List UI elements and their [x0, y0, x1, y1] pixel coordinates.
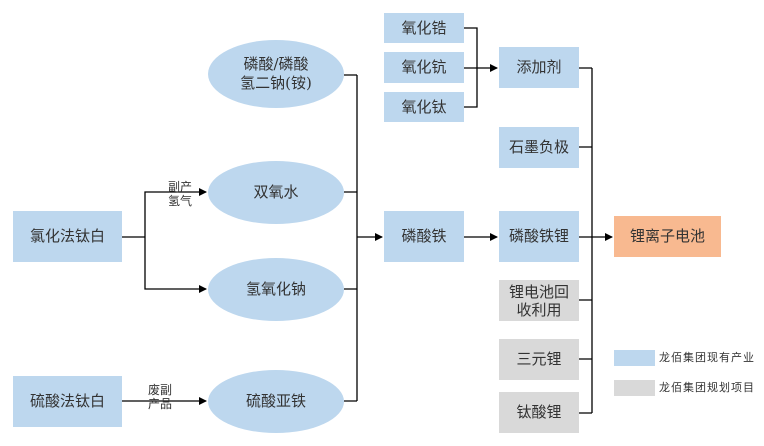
collector-left — [344, 74, 358, 402]
node-label: 三元锂 — [516, 350, 562, 368]
legend-swatch-planned — [614, 380, 655, 396]
node-additive: 添加剂 — [499, 47, 579, 88]
node-label: 钛酸锂 — [516, 403, 562, 421]
node-scandia: 氧化钪 — [384, 52, 464, 83]
legend-label-existing: 龙佰集团现有产业 — [659, 351, 755, 364]
node-lithium-titanate: 钛酸锂 — [499, 392, 579, 433]
node-label: 氧化钪 — [401, 58, 447, 76]
node-ternary-lithium: 三元锂 — [499, 339, 579, 380]
node-label: 锂电池回 收利用 — [508, 282, 569, 319]
node-li-ion-battery: 锂离子电池 — [614, 216, 721, 257]
node-label: 石墨负极 — [508, 138, 569, 156]
node-label: 添加剂 — [516, 58, 562, 76]
node-battery-recycling: 锂电池回 收利用 — [499, 280, 579, 321]
node-lfp: 磷酸铁锂 — [499, 211, 579, 262]
node-sodium-hydroxide: 氢氧化钠 — [208, 258, 344, 321]
node-label: 磷酸铁锂 — [508, 227, 569, 245]
node-label: 氧化锆 — [401, 18, 447, 37]
node-label: 锂离子电池 — [629, 227, 705, 245]
node-label: 氧化钛 — [401, 97, 447, 116]
edge-label-waste-byproduct: 废副 产品 — [148, 383, 173, 411]
node-graphite-anode: 石墨负极 — [499, 127, 579, 168]
node-phosphoric-acid: 磷酸/磷酸 氢二钠(铵) — [208, 40, 344, 108]
node-ferrous-sulfate: 硫酸亚铁 — [208, 370, 344, 433]
node-sulfuric-tio2: 硫酸法钛白 — [13, 376, 122, 427]
edge-label-byproduct-hydrogen: 副产 氢气 — [168, 180, 193, 208]
node-label: 磷酸铁 — [401, 227, 447, 245]
collector-right — [579, 67, 593, 414]
node-chlorination-tio2: 氯化法钛白 — [13, 211, 122, 262]
edge-to-naoh — [144, 237, 207, 293]
edge-to-h2o2 — [144, 188, 207, 237]
node-label: 氯化法钛白 — [29, 227, 105, 245]
node-hydrogen-peroxide: 双氧水 — [208, 161, 344, 224]
legend-label-planned: 龙佰集团规划项目 — [659, 381, 755, 394]
node-iron-phosphate: 磷酸铁 — [384, 211, 464, 262]
node-label: 氢氧化钠 — [245, 280, 306, 298]
node-label: 硫酸亚铁 — [245, 392, 306, 410]
node-label: 双氧水 — [253, 183, 299, 201]
legend-swatch-existing — [614, 350, 655, 366]
node-label: 磷酸/磷酸 氢二钠(铵) — [240, 55, 312, 92]
node-label: 硫酸法钛白 — [29, 392, 105, 410]
node-titania: 氧化钛 — [384, 92, 464, 122]
node-zirconia: 氧化锆 — [384, 13, 464, 43]
